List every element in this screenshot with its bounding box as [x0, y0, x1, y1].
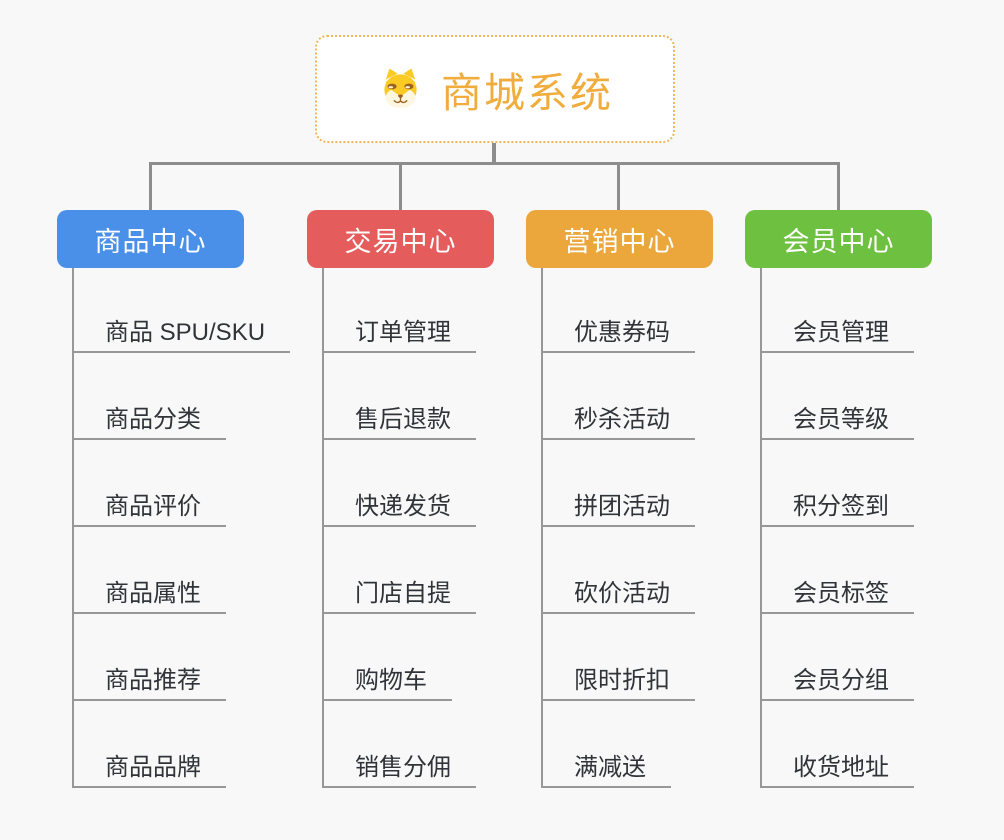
list-item[interactable]: 售后退款: [324, 353, 476, 440]
list-item[interactable]: 限时折扣: [543, 614, 695, 701]
branch-connector-drop: [617, 163, 620, 210]
list-item[interactable]: 快递发货: [324, 440, 476, 527]
list-item[interactable]: 积分签到: [762, 440, 914, 527]
list-item[interactable]: 商品推荐: [74, 614, 226, 701]
list-item[interactable]: 秒杀活动: [543, 353, 695, 440]
branch-product-center: 商品中心 商品 SPU/SKU 商品分类 商品评价 商品属性 商品推荐 商品品牌: [57, 210, 291, 788]
dog-face-icon: [384, 68, 417, 109]
list-item[interactable]: 拼团活动: [543, 440, 695, 527]
list-item[interactable]: 收货地址: [762, 701, 914, 788]
branch-member-center: 会员中心 会员管理 会员等级 积分签到 会员标签 会员分组 收货地址: [745, 210, 932, 788]
root-title: 商城系统: [441, 70, 613, 116]
branch-item-list: 会员管理 会员等级 积分签到 会员标签 会员分组 收货地址: [760, 268, 914, 788]
branch-box-marketing-center[interactable]: 营销中心: [526, 210, 713, 268]
list-item[interactable]: 商品 SPU/SKU: [74, 268, 291, 353]
branch-item-list: 优惠券码 秒杀活动 拼团活动 砍价活动 限时折扣 满减送: [541, 268, 695, 788]
branch-item-list: 订单管理 售后退款 快递发货 门店自提 购物车 销售分佣: [322, 268, 476, 788]
root-connector-stem: [492, 141, 496, 165]
branch-marketing-center: 营销中心 优惠券码 秒杀活动 拼团活动 砍价活动 限时折扣 满减送: [526, 210, 713, 788]
branch-item-list: 商品 SPU/SKU 商品分类 商品评价 商品属性 商品推荐 商品品牌: [72, 268, 291, 788]
list-item[interactable]: 销售分佣: [324, 701, 476, 788]
list-item[interactable]: 砍价活动: [543, 527, 695, 614]
list-item[interactable]: 商品属性: [74, 527, 226, 614]
list-item[interactable]: 商品评价: [74, 440, 226, 527]
branch-box-trade-center[interactable]: 交易中心: [307, 210, 494, 268]
list-item[interactable]: 会员等级: [762, 353, 914, 440]
list-item[interactable]: 商品品牌: [74, 701, 226, 788]
list-item[interactable]: 优惠券码: [543, 268, 695, 353]
branch-connector-drop: [149, 163, 152, 210]
branch-box-member-center[interactable]: 会员中心: [745, 210, 932, 268]
list-item[interactable]: 门店自提: [324, 527, 476, 614]
list-item[interactable]: 会员标签: [762, 527, 914, 614]
list-item[interactable]: 订单管理: [324, 268, 476, 353]
list-item[interactable]: 满减送: [543, 701, 671, 788]
branch-connector-rail: [149, 162, 840, 165]
list-item[interactable]: 会员分组: [762, 614, 914, 701]
list-item[interactable]: 购物车: [324, 614, 452, 701]
branch-connector-drop: [837, 163, 840, 210]
list-item[interactable]: 商品分类: [74, 353, 226, 440]
root-node[interactable]: 商城系统: [315, 35, 675, 143]
branch-trade-center: 交易中心 订单管理 售后退款 快递发货 门店自提 购物车 销售分佣: [307, 210, 494, 788]
branch-box-product-center[interactable]: 商品中心: [57, 210, 244, 268]
list-item[interactable]: 会员管理: [762, 268, 914, 353]
branch-connector-drop: [399, 163, 402, 210]
